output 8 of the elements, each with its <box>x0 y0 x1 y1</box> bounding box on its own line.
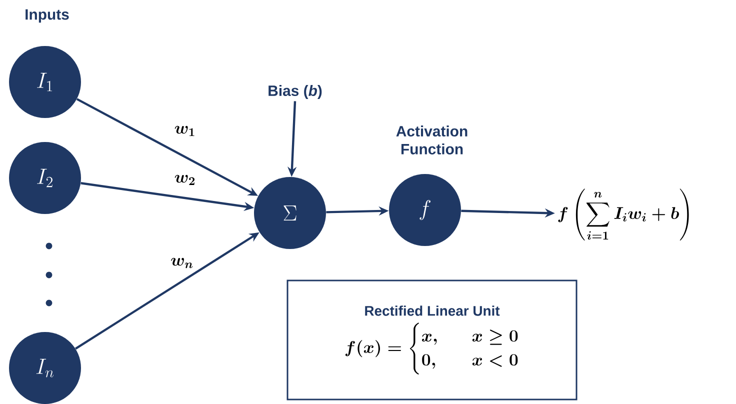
edge-label: $w_2$ <box>173 174 197 186</box>
formula-box: Rectified Linear Unit $f(x)=\begin{cases} x, & \quad x\ge 0\\ 0, & \quad x<0\end{cases}$ <box>286 280 578 400</box>
heading: Inputs <box>26 9 69 23</box>
edge-label: $w_n$ <box>170 256 195 270</box>
output-formula: $f\left(\sum_{i=1}^{n} I_i w_i + b\right)$ <box>558 188 689 240</box>
bias-label: Bias (b) <box>268 85 322 99</box>
node-heading: Activation Function <box>396 126 468 154</box>
edge-label: $w_1$ <box>173 124 197 138</box>
